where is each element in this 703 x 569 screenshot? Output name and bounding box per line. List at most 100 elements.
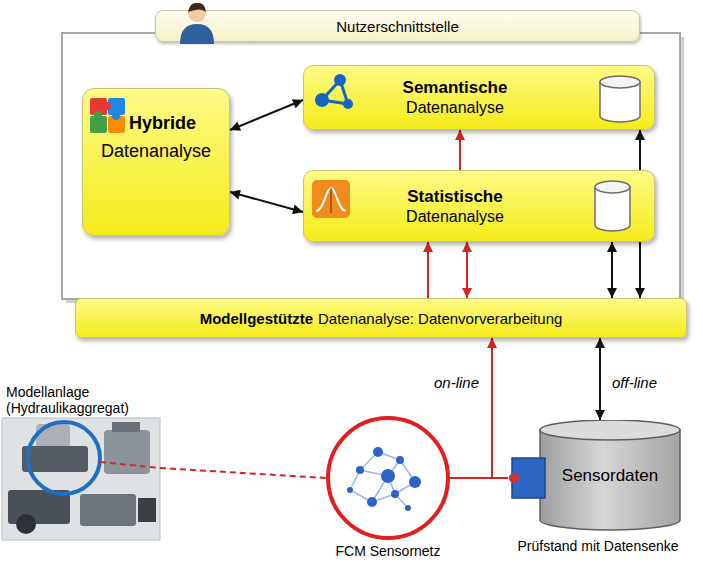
connector [599,338,601,420]
filter [16,514,36,534]
network-link [400,460,415,482]
plant-photo: Modellanlage (Hydraulikaggregat) [2,384,160,540]
network-link [395,482,415,494]
system-panel [62,33,680,299]
connector [230,100,303,130]
cylinder-top [540,420,680,440]
network-dot [405,505,411,511]
cylinder-body [600,82,640,122]
circle-outline [326,416,450,540]
preprocessing-bar: Modellgestützte Datenanalyse: Datenvorver… [75,298,687,338]
database-cylinder: SensordatenPrüfstand mit Datensenke [508,420,688,532]
icon-dot [315,93,329,107]
connector [611,242,613,298]
network-link [388,476,395,494]
connector [427,242,429,298]
cylinder-top [600,76,640,88]
filter-housing [138,498,156,522]
network-dot [356,466,364,474]
dashed-leader [100,462,160,468]
connector [450,477,508,479]
label-text: Datenanalyse [406,98,504,118]
network-link [360,452,378,470]
bell-curve [316,188,346,211]
network-dot [373,447,383,457]
icon-link [322,100,348,104]
label-text: FCM Sensornetz [335,543,440,559]
puzzle-knob [103,102,111,110]
icon-ground [312,180,350,218]
person-icon [180,3,214,44]
connector [466,242,468,298]
mean-line [331,188,332,213]
cylinder-body [540,430,680,530]
icon-dot [343,99,353,109]
tank [104,430,150,474]
network-dot [391,490,399,498]
highlight-circle [28,422,100,494]
sensor-network-circle: FCM Sensornetz [326,416,450,540]
label-text: Sensordaten [540,466,680,486]
semantic-icon [315,74,353,109]
puzzle-knob [112,112,120,120]
icon-link [322,80,340,100]
network-dot [347,487,353,493]
database-icon [600,76,640,122]
puzzle-icon [90,98,125,133]
network-link [372,494,395,502]
network-graphic [347,447,421,511]
label-text: Modellgestützte [200,310,313,327]
person-head [188,4,206,22]
sensor-network-ring [328,418,448,538]
connector [450,338,492,478]
cylinder-body [595,187,630,231]
network-link [360,470,388,476]
label-text: Nutzerschnittstelle [336,18,459,35]
network-dot [367,497,377,507]
label-text: Datenanalyse [83,141,229,162]
puzzle-piece [108,116,125,133]
network-dot [409,476,421,488]
sensor-interface [509,458,545,498]
label-text: Semantische [403,77,508,98]
connector [459,130,461,170]
network-dot [396,456,404,464]
analysis-box: HybrideDatenanalyse [82,88,230,236]
person-body [180,24,214,44]
edge-label: off-line [610,374,659,391]
connector [160,468,326,478]
interface-bar: Nutzerschnittstelle [155,10,640,42]
puzzle-piece [90,98,107,115]
cylinder-top [595,181,630,193]
puzzle-piece [108,98,125,115]
edge-label: on-line [432,374,481,391]
network-link [378,452,400,460]
connector [230,192,303,212]
network-link [388,460,400,476]
analysis-box: StatistischeDatenanalyse [303,170,655,242]
network-link [395,494,408,508]
label-text: Prüfstand mit Datensenke [517,538,678,554]
network-link [350,490,372,502]
network-link [350,470,360,490]
label-text: Datenanalyse: Datenvorverarbeitung [318,310,562,327]
network-link [372,476,388,502]
photo-ground [2,418,160,540]
statistics-icon [312,180,350,218]
label-text: Hybride [129,111,229,135]
analysis-box: SemantischeDatenanalyse [303,65,655,130]
puzzle-knob [94,111,102,119]
icon-link [340,80,348,104]
junction-dot [509,473,519,483]
tank-cap [112,422,140,432]
label-text: Datenanalyse [406,207,504,227]
label-text: Modellanlage (Hydraulikaggregat) [2,384,160,416]
interface-box [512,458,545,498]
aggregate [80,494,136,526]
puzzle-piece [90,116,107,133]
label-text: Statistische [407,186,502,207]
motor [36,424,70,448]
network-dot [381,469,395,483]
